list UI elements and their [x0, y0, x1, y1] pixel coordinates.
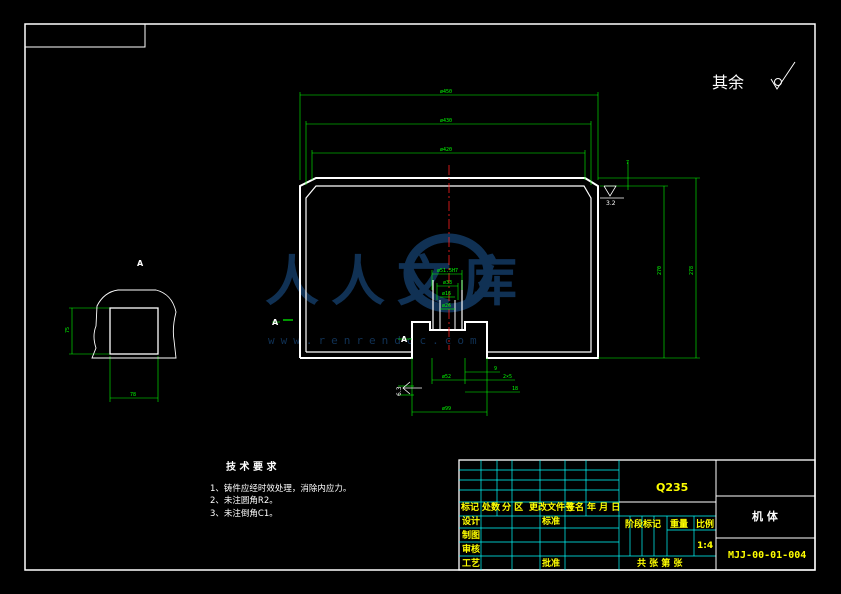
label-process: 工艺 [462, 557, 480, 569]
title-block [458, 459, 816, 571]
view-label-top: A [137, 259, 144, 268]
dim-v2x5: 2×5 [503, 374, 512, 380]
scale-value: 1:4 [697, 541, 713, 551]
dim-d33: ø33 [443, 280, 452, 286]
dim-d52: ø52 [442, 374, 451, 380]
dim-d430: ø430 [440, 118, 452, 124]
main-section-view [299, 177, 599, 359]
note-item: 1、铸件应经时效处理，消除内应力。 [210, 483, 351, 494]
label-approve: 批准 [542, 557, 560, 569]
roughness-symbols [402, 185, 624, 395]
dim-d450: ø450 [440, 89, 452, 95]
dim-w78: 78 [130, 392, 136, 398]
note-item: 2、未注圆角R2。 [210, 495, 278, 506]
dim-h270: 270 [657, 266, 663, 275]
label-sheets: 共 张 第 张 [637, 557, 683, 569]
label-weight: 重量 [670, 518, 688, 530]
finish-symbol-icon [770, 61, 796, 90]
label-scale: 比例 [696, 518, 714, 530]
roughness-63: 6.3 [396, 386, 403, 396]
note-item: 3、未注倒角C1。 [210, 508, 278, 519]
label-review: 审核 [462, 543, 480, 555]
hdr-change-doc: 更改文件号 [529, 501, 574, 513]
hdr-zone: 分 区 [502, 501, 523, 513]
watermark: 人人文库 www.renrendoc.com [265, 233, 529, 347]
dimension-lines [69, 92, 700, 416]
hdr-count: 处数 [481, 501, 501, 513]
drawing-number: MJJ-00-01-004 [728, 550, 806, 561]
notes-title: 技 术 要 求 [226, 460, 277, 473]
dim-d420: ø420 [440, 147, 452, 153]
label-standard: 标准 [541, 515, 560, 527]
finish-label: 其余 [712, 73, 744, 92]
part-name: 机 体 [752, 509, 779, 523]
hdr-sign: 签名 [565, 501, 584, 513]
dim-d16: ø16 [442, 291, 451, 297]
label-stage: 阶段标记 [625, 518, 661, 530]
dim-h278: 278 [689, 266, 695, 275]
watermark-url: www.renrendoc.com [268, 334, 483, 347]
watermark-cn: 人人文库 [265, 250, 529, 313]
label-design: 设计 [462, 515, 480, 527]
dim-h75: 75 [65, 327, 71, 333]
corner-label-box [24, 23, 146, 48]
dim-d26: ø26 [442, 303, 451, 309]
view-label-left: A [401, 335, 408, 344]
view-label-side: A [272, 318, 279, 327]
detail-view-a [91, 289, 177, 359]
hdr-mark: 标记 [460, 501, 479, 513]
dim-v18: 18 [512, 386, 518, 392]
material: Q235 [656, 481, 688, 494]
dim-v7: 7 [626, 160, 629, 166]
hdr-date: 年 月 日 [587, 501, 620, 513]
dim-d51: ø51.5H7 [437, 268, 458, 274]
dim-d99: ø99 [442, 406, 451, 412]
dim-v9: 9 [494, 366, 497, 372]
roughness-32: 3.2 [606, 200, 616, 207]
label-draw: 制图 [462, 529, 480, 541]
outer-border [24, 23, 816, 571]
